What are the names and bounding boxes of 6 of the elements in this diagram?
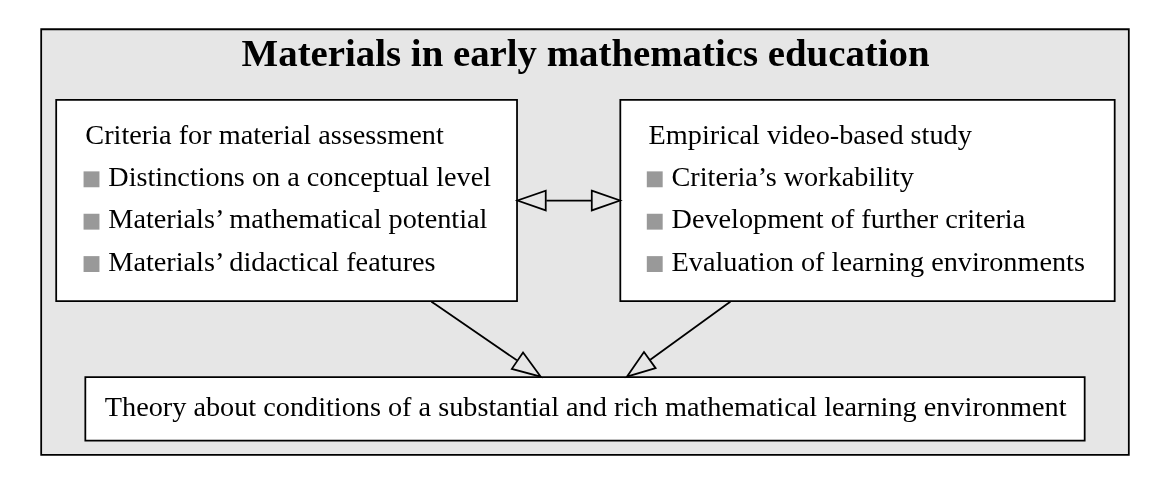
- node-box: Empirical video-based study Criteria’s workability Development of further criteria Evaluation of learning environments: [619, 99, 1116, 303]
- arrow: [624, 300, 732, 379]
- arrow: [514, 189, 623, 212]
- arrow: [430, 300, 543, 379]
- node-box: Criteria for material assessment Distinctions on a conceptual level Materials’ mathematical potential Materials’ didactical features: [55, 99, 518, 303]
- node-box: Theory about conditions of a substantial and rich mathematical learning environment: [84, 376, 1086, 442]
